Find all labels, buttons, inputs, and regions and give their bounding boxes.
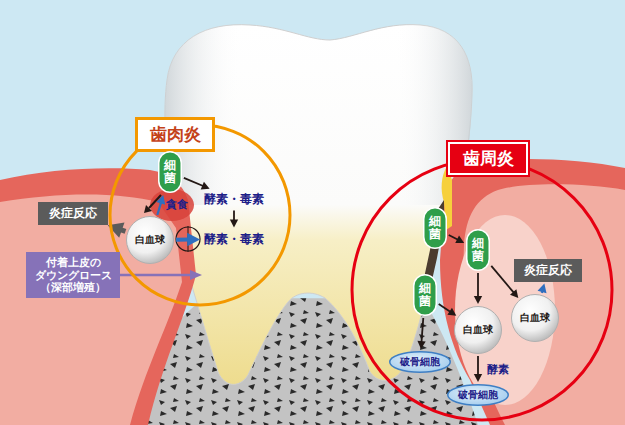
node-text: 酵素・毒素 (204, 191, 264, 208)
arrow-line (477, 356, 479, 376)
inflammation-box: 炎症反応 (514, 259, 582, 282)
arrow-head (474, 374, 482, 382)
edge-label: 貪食 (166, 197, 188, 212)
arrow-head (417, 341, 425, 349)
arrow-line (118, 274, 192, 277)
white-blood-cell: 白血球 (511, 294, 559, 342)
arrow-connector (439, 304, 457, 316)
region-heading: 歯肉炎 (135, 117, 215, 152)
node-text: 白血球 (135, 233, 165, 247)
osteoclast-shape (390, 352, 451, 373)
arrow-head (156, 195, 165, 205)
node-text: 酵素・毒素 (204, 231, 264, 248)
tooth (165, 25, 472, 385)
inflammation-box: 炎症反応 (38, 202, 108, 225)
bacteria-cell: 細菌 (158, 151, 182, 193)
edge-label: 酵素 (487, 362, 509, 377)
crown-shading (165, 25, 472, 205)
bacteria-shape (414, 275, 437, 316)
region-heading: 歯周炎 (448, 142, 528, 175)
bacteria-cell: 細菌 (423, 207, 447, 249)
enzyme-toxin-text: 酵素・毒素 (202, 230, 266, 249)
gum-left-inner (0, 195, 182, 425)
bacteria-shape (424, 208, 447, 249)
cell-shape (127, 217, 174, 264)
arrow-line (421, 318, 423, 343)
arrow-connector (156, 195, 165, 215)
region-circle (352, 160, 612, 420)
arrow-line (449, 235, 459, 240)
region-circle (110, 125, 290, 305)
arrow-connector (474, 356, 482, 382)
arrow-head (201, 182, 210, 190)
arrow-head (144, 205, 152, 213)
arrow-line (233, 211, 235, 222)
periodontitis-region: 歯周炎細菌細菌細菌白血球白血球破骨細胞破骨細胞炎症反応 (350, 137, 618, 423)
osteoclast-shape (448, 385, 509, 406)
arrow-head (230, 220, 238, 228)
arrow-line (157, 202, 161, 215)
arrow-connector (184, 178, 210, 190)
arrow-head (447, 308, 456, 316)
osteoclast-cell: 破骨細胞 (389, 351, 451, 373)
node-text: 白血球 (463, 323, 493, 337)
bacteria-shape (467, 230, 490, 271)
bacteria-shape (159, 152, 182, 193)
arrow-head (510, 289, 518, 298)
arrow-line (491, 266, 514, 293)
gum-right (440, 159, 625, 425)
node-text: 炎症反応 (524, 262, 572, 279)
arrow-head (538, 283, 547, 293)
node-text: 細菌 (472, 237, 484, 263)
arrow-head (474, 296, 482, 304)
enzyme-toxin-text: 酵素・毒素 (202, 190, 266, 209)
node-text: 破骨細胞 (400, 355, 440, 369)
white-blood-cell: 白血球 (126, 216, 174, 264)
node-text: 細菌 (164, 159, 176, 185)
arrow-connector (417, 318, 425, 349)
arrow-connector (176, 233, 200, 247)
cell-shape (512, 295, 559, 342)
arrow-connector (449, 235, 464, 243)
bacteria-cell: 細菌 (413, 274, 437, 316)
arrow-connector (230, 211, 238, 228)
target-symbol (176, 227, 200, 251)
inflamed-gum (150, 189, 194, 221)
arrow-line (477, 273, 479, 298)
alveolar-bone (138, 298, 478, 425)
node-text: 炎症反応 (49, 205, 97, 222)
osteoclast-cell: 破骨細胞 (447, 384, 509, 406)
arrow-line (439, 304, 451, 312)
arrow-head (190, 270, 202, 280)
node-text: 破骨細胞 (458, 388, 498, 402)
white-blood-cell: 白血球 (454, 306, 502, 354)
gingivitis-region: 歯肉炎細菌白血球酵素・毒素酵素・毒素 (105, 112, 305, 324)
node-text: 白血球 (520, 311, 550, 325)
node-text: 細菌 (419, 282, 431, 308)
cell-shape (455, 307, 502, 354)
bacteria-cell: 細菌 (466, 229, 490, 271)
gum-left (0, 168, 196, 425)
arrow-connector (474, 273, 482, 304)
downgrowth-box: 付着上皮の ダウングロース （深部増殖） (26, 252, 120, 298)
arrow-connector (538, 283, 547, 293)
node-text: 細菌 (429, 215, 441, 241)
node-text: 付着上皮の ダウングロース （深部増殖） (32, 256, 114, 294)
arrow-head (455, 236, 464, 243)
arrow-line (184, 178, 204, 186)
arrow-head (187, 233, 200, 247)
